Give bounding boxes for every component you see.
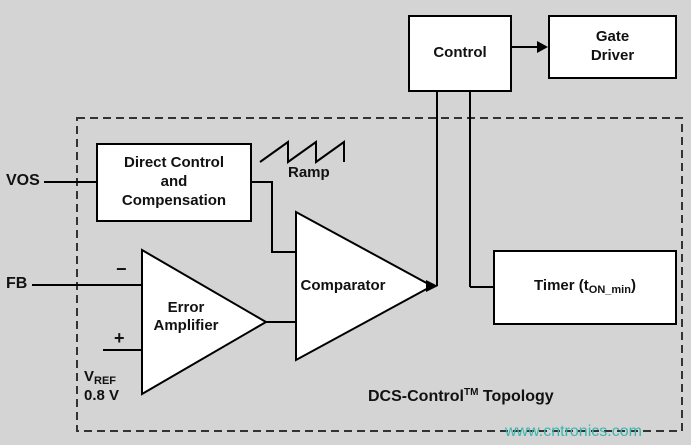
timer-label-prefix: Timer (t — [534, 277, 589, 295]
ramp-waveform-icon — [259, 140, 345, 164]
direct-control-label-line1: Direct Control — [123, 154, 224, 172]
timer-label: Timer (tON_min) — [534, 277, 636, 298]
timer-block: Timer (tON_min) — [493, 250, 677, 325]
direct-control-block: Direct Control and Compensation — [96, 143, 252, 222]
dashed-boundary — [76, 117, 683, 432]
error-amplifier-triangle — [141, 248, 268, 396]
minus-sign: − — [116, 259, 127, 279]
timer-label-suffix: ) — [630, 277, 636, 295]
direct-control-label-line2: and — [160, 173, 188, 191]
comparator-label: Comparator — [300, 277, 386, 294]
comparator-output-arrowhead — [426, 280, 438, 292]
direct-control-label-line3: Compensation — [121, 191, 227, 209]
gate-driver-label-line2: Driver — [590, 47, 635, 64]
topology-caption-main: DCS-Control — [368, 388, 464, 405]
error-amplifier-label: Error Amplifier — [140, 299, 232, 335]
plus-sign: + — [114, 328, 125, 348]
ramp-wire — [252, 181, 296, 253]
control-block: Control — [408, 15, 512, 92]
vref-label-base: V — [84, 368, 95, 385]
gate-driver-block: Gate Driver — [548, 15, 677, 79]
control-to-gatedriver-arrowhead — [537, 41, 548, 53]
topology-caption-tm: TM — [463, 387, 479, 398]
error-amplifier-label-line1: Error — [167, 299, 205, 316]
topology-caption-suffix: Topology — [478, 388, 554, 405]
vref-label-subscript: REF — [94, 375, 117, 387]
fb-label: FB — [6, 275, 28, 292]
gate-driver-label-line1: Gate — [595, 28, 630, 46]
timer-label-subscript: ON_min — [588, 284, 631, 297]
control-block-label: Control — [433, 44, 487, 62]
topology-caption: DCS-ControlTM Topology — [368, 387, 554, 406]
vos-label: VOS — [6, 172, 40, 189]
error-amplifier-label-line2: Amplifier — [153, 317, 219, 334]
ramp-label: Ramp — [288, 164, 330, 181]
vref-label: VREF — [84, 368, 116, 387]
watermark-text: www.cntronics.com — [505, 423, 642, 440]
comparator-triangle — [295, 210, 435, 362]
vref-value: 0.8 V — [84, 387, 120, 404]
